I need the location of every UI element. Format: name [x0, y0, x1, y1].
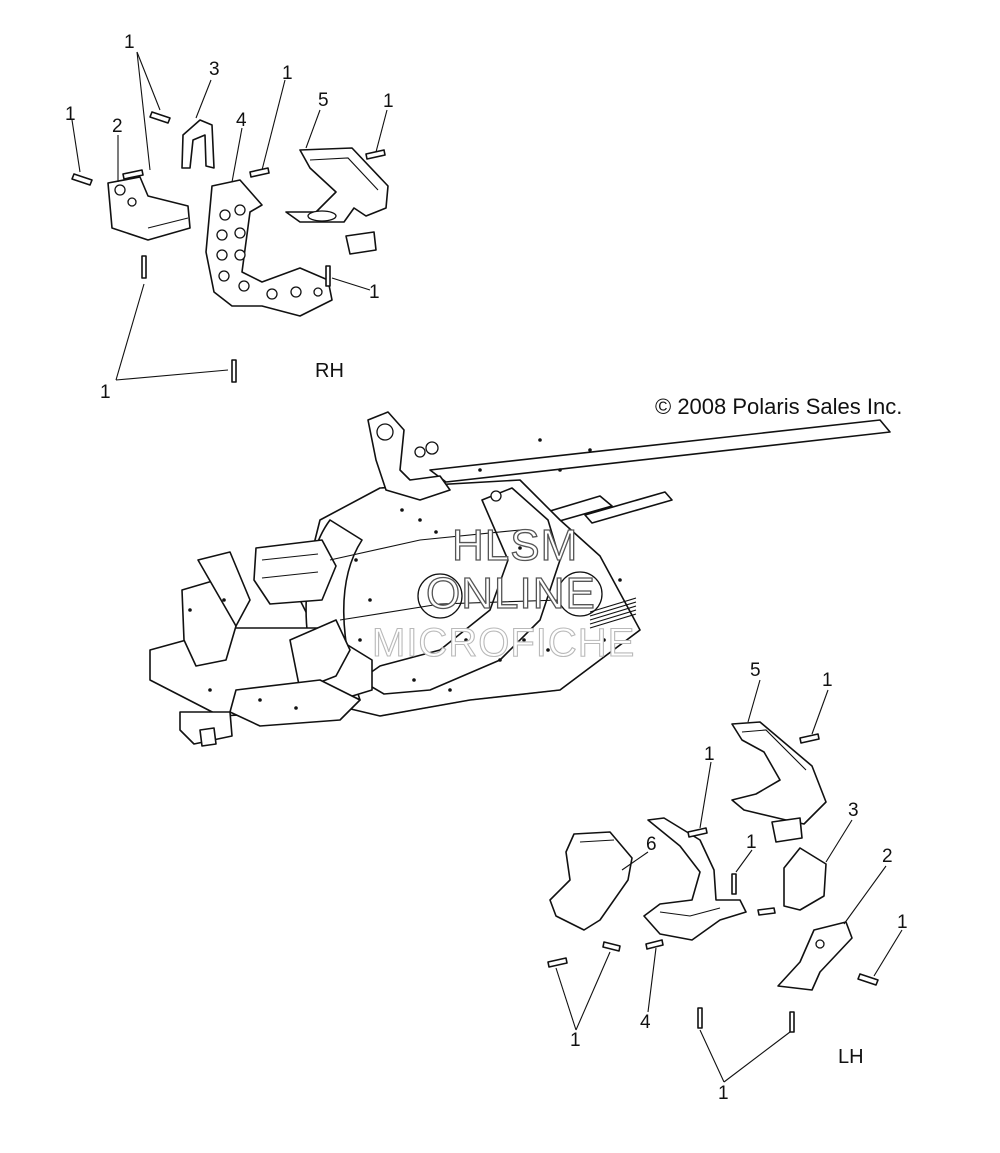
lh-part-6-shield [549, 831, 633, 931]
rh-callout-1e: 1 [369, 282, 380, 303]
rh-part-4-skid-plate [205, 179, 333, 317]
rh-callout-1b: 1 [282, 63, 293, 84]
lh-callout-6: 6 [646, 834, 657, 855]
rh-rivet-8 [231, 359, 237, 383]
lh-rivet-9 [697, 1007, 703, 1029]
rh-rivet-2 [122, 169, 144, 180]
lh-leader-lines [555, 679, 903, 1083]
lh-callout-3: 3 [848, 800, 859, 821]
rh-callout-1f: 1 [100, 382, 111, 403]
frame-rivet-dots [188, 438, 622, 710]
rh-callout-2: 2 [112, 116, 123, 137]
lh-rivet-5 [857, 973, 879, 986]
lh-rivet-3 [731, 873, 737, 895]
lh-part-3-bracket [783, 847, 827, 911]
lh-callout-1b: 1 [704, 744, 715, 765]
watermark-line-1: HLSM [452, 521, 578, 570]
rh-callouts: 1 3 1 5 1 1 2 4 1 1 [65, 32, 394, 403]
lh-callout-2: 2 [882, 846, 893, 867]
vent-grille [589, 597, 637, 629]
lh-rivet-4 [757, 907, 776, 916]
rh-callout-1c: 1 [383, 91, 394, 112]
lh-fasteners [547, 733, 879, 1033]
copyright-notice: © 2008 Polaris Sales Inc. [655, 394, 902, 419]
rh-group: 1 3 1 5 1 1 2 4 1 1 RH [65, 32, 394, 403]
lh-callout-5: 5 [750, 660, 761, 681]
watermark-line-3: MICROFICHE [372, 621, 635, 665]
watermark: HLSM ONLINE MICROFICHE [371, 520, 635, 665]
lh-callout-1c: 1 [746, 832, 757, 853]
lh-callout-4: 4 [640, 1012, 651, 1033]
rh-leader-lines [71, 51, 388, 381]
lh-rivet-8 [645, 939, 664, 950]
rh-callout-1a: 1 [124, 32, 135, 53]
rh-rivet-5 [365, 149, 386, 160]
lh-callouts: 5 1 1 3 6 1 2 1 1 4 1 [570, 660, 908, 1104]
rh-callout-3: 3 [209, 59, 220, 80]
lh-rivet-2 [687, 827, 708, 838]
lh-part-4-skid-plate [643, 817, 747, 941]
watermark-line-2: ONLINE [426, 569, 596, 618]
lh-part-5-shield [731, 721, 827, 843]
lh-label: LH [838, 1046, 864, 1068]
rh-rivet-1 [149, 111, 171, 124]
lh-callout-1a: 1 [822, 670, 833, 691]
lh-callout-1d: 1 [897, 912, 908, 933]
lh-callout-1f: 1 [718, 1083, 729, 1104]
rh-rivet-7 [141, 255, 147, 279]
rh-rivet-6 [325, 265, 331, 287]
rh-fasteners [71, 111, 386, 383]
lh-rivet-6 [547, 957, 568, 968]
lh-rivet-1 [799, 733, 820, 744]
lh-part-2-bracket [777, 921, 853, 991]
lh-rivet-7 [602, 941, 621, 952]
rh-part-3-bracket [181, 119, 215, 169]
rh-callout-5: 5 [318, 90, 329, 111]
lh-rivet-10 [789, 1011, 795, 1033]
rh-label: RH [315, 360, 344, 382]
rh-callout-4: 4 [236, 110, 247, 131]
rh-part-5-shield [285, 147, 389, 255]
rh-rivet-4 [249, 167, 270, 178]
rh-part-2-bracket [107, 176, 191, 241]
lh-callout-1e: 1 [570, 1030, 581, 1051]
rh-rivet-3 [71, 173, 93, 186]
rh-callout-1d: 1 [65, 104, 76, 125]
chassis-frame [149, 411, 891, 747]
lh-group: 5 1 1 3 6 1 2 1 1 4 1 LH [547, 660, 908, 1104]
